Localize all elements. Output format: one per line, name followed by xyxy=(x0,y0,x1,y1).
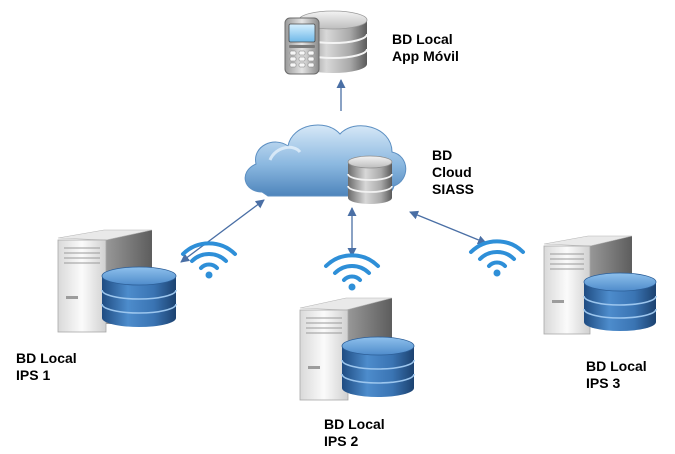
label-line: IPS 2 xyxy=(324,433,359,449)
ips3-node xyxy=(543,235,657,335)
label-line: SIASS xyxy=(432,181,475,197)
cloud-node xyxy=(244,124,407,204)
label-cloud: BD Cloud SIASS xyxy=(432,147,474,198)
label-ips2: BD Local IPS 2 xyxy=(324,416,385,450)
connectors xyxy=(180,79,487,263)
label-line: BD xyxy=(432,147,453,163)
database-icon xyxy=(583,272,657,331)
label-line: BD Local xyxy=(324,416,385,432)
arrow-cloud-ips3 xyxy=(409,210,487,245)
wifi-icon xyxy=(324,253,380,291)
database-icon xyxy=(341,336,415,397)
mobile-phone-icon xyxy=(284,17,320,75)
label-ips3: BD Local IPS 3 xyxy=(586,358,647,392)
label-line: BD Local xyxy=(16,350,77,366)
ips1-node xyxy=(57,229,177,333)
app-movil-node xyxy=(284,10,368,75)
label-line: App Móvil xyxy=(392,48,459,64)
database-icon xyxy=(347,155,393,204)
label-line: BD Local xyxy=(392,31,453,47)
wifi-icon xyxy=(469,239,525,277)
label-app-movil: BD Local App Móvil xyxy=(392,31,459,65)
ips2-node xyxy=(299,297,415,401)
wifi-icon xyxy=(181,241,237,279)
label-ips1: BD Local IPS 1 xyxy=(16,350,77,384)
database-icon xyxy=(101,266,177,327)
label-line: IPS 3 xyxy=(586,375,621,391)
label-line: Cloud xyxy=(432,164,472,180)
label-line: IPS 1 xyxy=(16,367,51,383)
arrow-cloud-ips1 xyxy=(180,199,265,263)
label-line: BD Local xyxy=(586,358,647,374)
